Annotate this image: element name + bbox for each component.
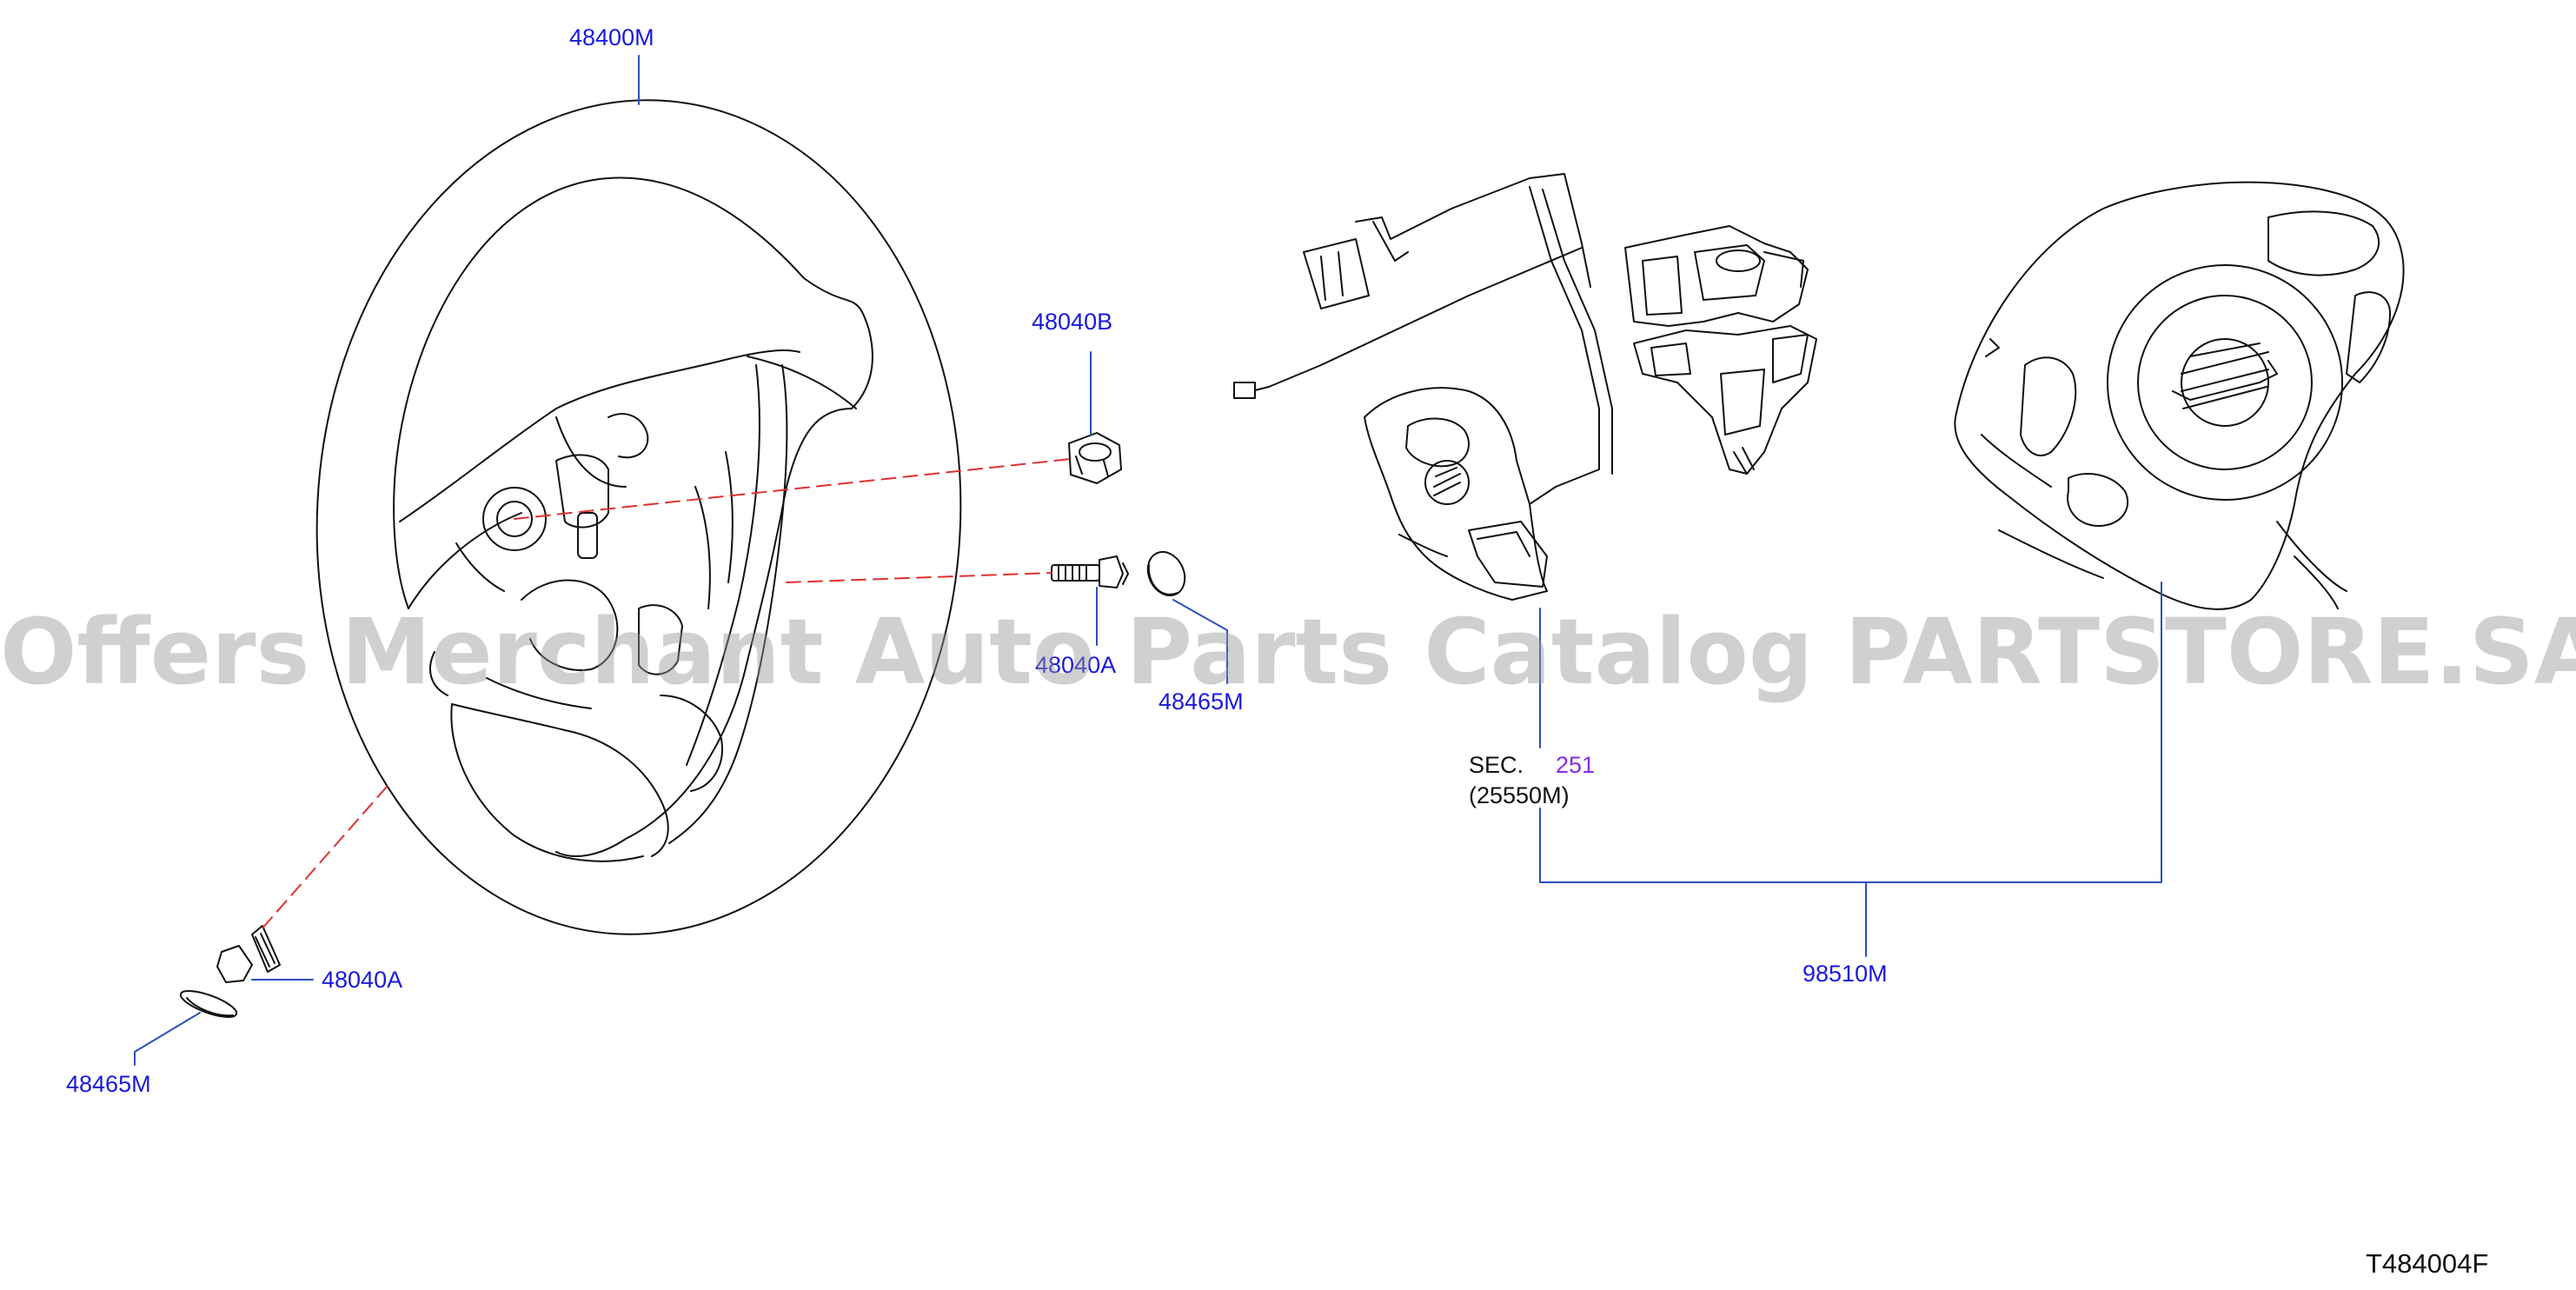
part-label-cap-48465m-lower[interactable]: 48465M (66, 1071, 151, 1097)
bolt-48040a-lower-drawing (216, 925, 281, 983)
part-label-nut-48040b[interactable]: 48040B (1032, 309, 1113, 335)
diagram-code: T484004F (2366, 1248, 2489, 1279)
leader-lines (134, 55, 2162, 1066)
part-label-bolt-48040a-lower[interactable]: 48040A (322, 967, 403, 993)
cap-48465m-lower-drawing (179, 990, 238, 1018)
switch-harness-drawing (1233, 173, 1817, 601)
part-label-bolt-48040a-center[interactable]: 48040A (1035, 652, 1117, 678)
section-sub-part: (25550M) (1469, 782, 1570, 808)
steering-wheel-drawing (315, 99, 962, 935)
airbag-module-drawing (1954, 181, 2405, 610)
nut-48040b-drawing (1068, 432, 1122, 484)
cap-48465m-center-drawing (1146, 550, 1186, 597)
section-number-link[interactable]: 251 (1556, 752, 1596, 778)
part-label-assembly-98510m[interactable]: 98510M (1803, 961, 1888, 987)
part-label-cap-48465m-center[interactable]: 48465M (1159, 688, 1244, 715)
bolt-48040a-center-drawing (1051, 555, 1129, 588)
alignment-dashes (260, 458, 1072, 931)
part-label-steering-wheel[interactable]: 48400M (569, 24, 654, 50)
section-prefix: SEC. (1469, 752, 1524, 778)
